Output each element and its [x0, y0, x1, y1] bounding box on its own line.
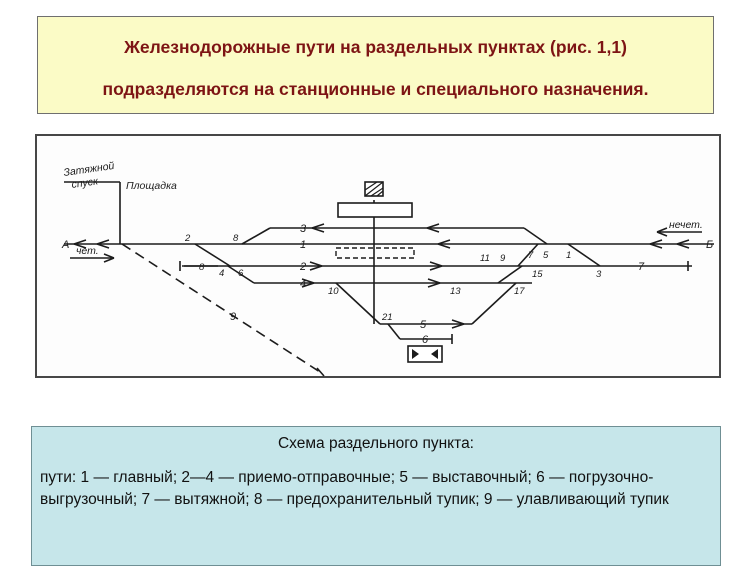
switch-number-5: 5 [543, 250, 549, 261]
title-line-2: подразделяются на станционные и специаль… [102, 79, 649, 99]
arrow-right-icon [309, 261, 323, 271]
switch-number-7: 7 [528, 250, 534, 261]
caption-panel: Схема раздельного пункта: пути: 1 — глав… [31, 426, 721, 566]
switch-number-21: 21 [381, 312, 393, 323]
arrow-left-icon [437, 239, 451, 249]
even-direction-label: чет. [76, 245, 99, 257]
switch-connector [227, 265, 255, 284]
switch-number-11: 11 [480, 253, 490, 264]
spur-label-line-2: спуск [71, 175, 100, 191]
track-number-3: 3 [300, 223, 307, 235]
track-number-4: 4 [300, 278, 306, 290]
platform-label: Площадка [126, 180, 177, 192]
title-banner: Железнодорожные пути на раздельных пункт… [37, 16, 714, 114]
switch-number-15: 15 [532, 269, 543, 280]
arrow-left-icon [96, 239, 110, 249]
switch-number-2: 2 [184, 233, 191, 244]
switch-connector [241, 227, 271, 245]
switch-number-17: 17 [514, 286, 525, 297]
arrow-right-icon [427, 278, 441, 288]
arrow-left-icon [426, 223, 440, 233]
switch-number-13: 13 [450, 286, 461, 297]
track-number-1: 1 [300, 239, 306, 251]
switch-number-6: 6 [238, 268, 244, 279]
switch-connector [523, 227, 548, 245]
loading-facility-icon [407, 345, 443, 363]
switch-connector [517, 243, 539, 267]
switch-connector [567, 243, 601, 267]
arrow-right-icon [451, 319, 465, 329]
arrow-left-icon [311, 223, 325, 233]
switch-number-10: 10 [328, 286, 339, 297]
track-number-9: 9 [230, 311, 236, 323]
track-number-2: 2 [299, 261, 306, 273]
switch-connector [387, 323, 401, 340]
arrow-left-icon [676, 239, 690, 249]
track-layout-svg: Затяжной спуск Площадка А Б чет. нечет. … [61, 160, 714, 377]
switch-connector [471, 282, 517, 325]
arrow-right-icon [301, 278, 315, 288]
track-layout-diagram: Затяжной спуск Площадка А Б чет. нечет. … [35, 134, 721, 378]
odd-direction-label: нечет. [669, 219, 703, 231]
end-b-label: Б [706, 239, 713, 251]
arrow-right-icon [429, 261, 443, 271]
caption-body: пути: 1 — главный; 2—4 — приемо-отправоч… [40, 469, 669, 508]
loading-arrows-icon [412, 349, 438, 359]
title-line-1: Железнодорожные пути на раздельных пункт… [124, 37, 627, 57]
passenger-platform-icon [337, 202, 413, 218]
switch-connector [194, 243, 231, 267]
switch-number-8b: 8 [199, 262, 205, 273]
arrow-left-icon [73, 239, 87, 249]
track-number-5: 5 [420, 319, 427, 331]
switch-connector [497, 265, 523, 284]
buffer-stop-icon [316, 367, 325, 377]
track-number-7: 7 [638, 261, 645, 273]
switch-number-9: 9 [500, 253, 506, 264]
caption-heading: Схема раздельного пункта: [277, 435, 474, 452]
track-9-line [121, 243, 321, 373]
switch-number-1: 1 [566, 250, 571, 261]
platform-outline-icon [335, 247, 415, 259]
arrow-left-icon [656, 227, 668, 237]
track-number-6: 6 [422, 334, 429, 346]
arrow-right-icon [103, 253, 115, 263]
switch-number-8: 8 [233, 233, 239, 244]
switch-number-3: 3 [596, 269, 602, 280]
switch-connector [335, 282, 381, 325]
arrow-left-icon [649, 239, 663, 249]
switch-number-4: 4 [219, 268, 224, 279]
end-a-label: А [61, 239, 69, 251]
hatch-pattern [364, 181, 384, 197]
